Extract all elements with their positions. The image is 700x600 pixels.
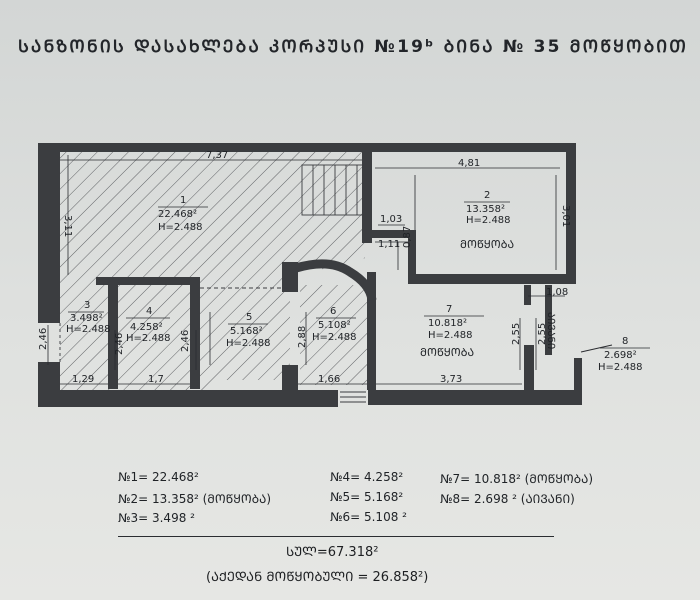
dim-vert-255b: 2,55 <box>537 323 548 345</box>
hatched-area <box>60 152 368 390</box>
svg-text:5.168²: 5.168² <box>230 326 263 337</box>
svg-text:H=2.488: H=2.488 <box>226 338 271 349</box>
summary-n3: №3= 3.498 ² <box>118 511 195 525</box>
summary-n8: №8= 2.698 ² (ᲐᲘᲕᲐᲜᲘ) <box>440 492 575 506</box>
svg-text:ᲛᲝᲬᲧᲝᲑᲐ: ᲛᲝᲬᲧᲝᲑᲐ <box>460 238 514 251</box>
room-8-leader <box>580 344 613 353</box>
svg-text:22.468²: 22.468² <box>158 209 197 220</box>
room-3-label: 3 3.498² H=2.488 <box>66 300 111 335</box>
svg-text:5.108²: 5.108² <box>318 320 351 331</box>
svg-text:1: 1 <box>180 195 186 206</box>
svg-text:4: 4 <box>146 306 152 317</box>
summary-n1: №1= 22.468² <box>118 470 199 484</box>
dim-left-side: 3,11 <box>62 215 73 237</box>
room-8-label: 8 2.698² H=2.488 ᲐᲘᲕᲐᲜᲘ <box>545 312 650 373</box>
dim-top-left: 7,37 <box>206 150 228 161</box>
dim-bottom-129: 1,29 <box>72 374 94 385</box>
svg-text:H=2.488: H=2.488 <box>158 222 203 233</box>
svg-text:H=2.488: H=2.488 <box>598 362 643 373</box>
svg-text:ᲛᲝᲬᲧᲝᲑᲐ: ᲛᲝᲬᲧᲝᲑᲐ <box>420 346 474 359</box>
svg-text:8: 8 <box>622 336 628 347</box>
summary-n6: №6= 5.108 ² <box>330 510 407 524</box>
curved-wall <box>294 259 377 301</box>
svg-text:H=2.488: H=2.488 <box>428 330 473 341</box>
svg-text:3: 3 <box>84 300 90 311</box>
dashed-lines <box>59 175 416 362</box>
svg-text:4.258²: 4.258² <box>130 322 163 333</box>
svg-text:H=2.488: H=2.488 <box>66 324 111 335</box>
svg-text:7: 7 <box>446 304 452 315</box>
dim-mid-111: 1,11 <box>378 239 400 250</box>
dim-mid-087: 0,87 <box>402 226 413 248</box>
summary-n7: №7= 10.818² (ᲛᲝᲬᲧᲝᲑᲐ) <box>440 472 594 486</box>
svg-text:3.498²: 3.498² <box>70 313 103 324</box>
dim-vert-246b: 2,46 <box>114 333 125 355</box>
dim-bottom-373: 3,73 <box>440 374 462 385</box>
svg-text:5: 5 <box>246 312 252 323</box>
plan-title: ᲡᲐᲜᲖᲝᲜᲘᲡ ᲓᲐᲡᲐᲮᲚᲔᲑᲐ ᲙᲝᲠᲞᲣᲡᲘ №19ᵇ ᲑᲘᲜᲐ № 3… <box>18 37 689 57</box>
dim-vert-288: 2,88 <box>297 326 308 348</box>
svg-text:2.698²: 2.698² <box>604 350 637 361</box>
dim-right-side: 3,01 <box>560 205 571 227</box>
svg-text:H=2.488: H=2.488 <box>126 333 171 344</box>
room-7-label: 7 10.818² H=2.488 ᲛᲝᲬᲧᲝᲑᲐ <box>420 304 484 359</box>
total-area: ᲡᲣᲚ=67.318² <box>286 545 379 560</box>
summary-n2: №2= 13.358² (ᲛᲝᲬᲧᲝᲑᲐ) <box>118 492 272 506</box>
dim-vert-246c: 2,46 <box>180 330 191 352</box>
room-6-label: 6 5.108² H=2.488 <box>312 306 357 343</box>
svg-text:13.358²: 13.358² <box>466 204 505 215</box>
svg-text:6: 6 <box>330 306 336 317</box>
svg-text:2: 2 <box>484 190 490 201</box>
svg-text:H=2.488: H=2.488 <box>312 332 357 343</box>
dim-vert-255: 2,55 <box>511 323 522 345</box>
staircase <box>301 164 366 403</box>
summary-n4: №4= 4.258² <box>330 470 404 484</box>
svg-text:H=2.488: H=2.488 <box>466 215 511 226</box>
room-1-label: 1 22.468² H=2.488 <box>158 195 208 233</box>
dim-vert-246: 2,46 <box>38 328 49 350</box>
dim-mid-103: 1,03 <box>380 214 402 225</box>
dim-bottom-166: 1,66 <box>318 374 340 385</box>
walls <box>38 143 582 407</box>
summary-divider <box>118 536 554 537</box>
svg-text:ᲐᲘᲕᲐᲜᲘ: ᲐᲘᲕᲐᲜᲘ <box>545 312 556 349</box>
dim-bottom-17: 1,7 <box>148 374 164 385</box>
dim-top-right: 4,81 <box>458 158 480 169</box>
room-5-label: 5 5.168² H=2.488 <box>226 312 271 349</box>
room-2-label: 2 13.358² H=2.488 ᲛᲝᲬᲧᲝᲑᲐ <box>460 190 514 251</box>
dim-right-108: 1,08 <box>546 287 568 298</box>
svg-text:10.818²: 10.818² <box>428 318 467 329</box>
summary-n5: №5= 5.168² <box>330 490 404 504</box>
useful-area: (ᲐᲥᲔᲓᲐᲜ ᲛᲝᲬᲧᲝᲑᲣᲚᲘ = 26.858²) <box>206 570 429 585</box>
dimension-lines <box>47 155 565 385</box>
room-4-label: 4 4.258² H=2.488 <box>126 306 171 344</box>
